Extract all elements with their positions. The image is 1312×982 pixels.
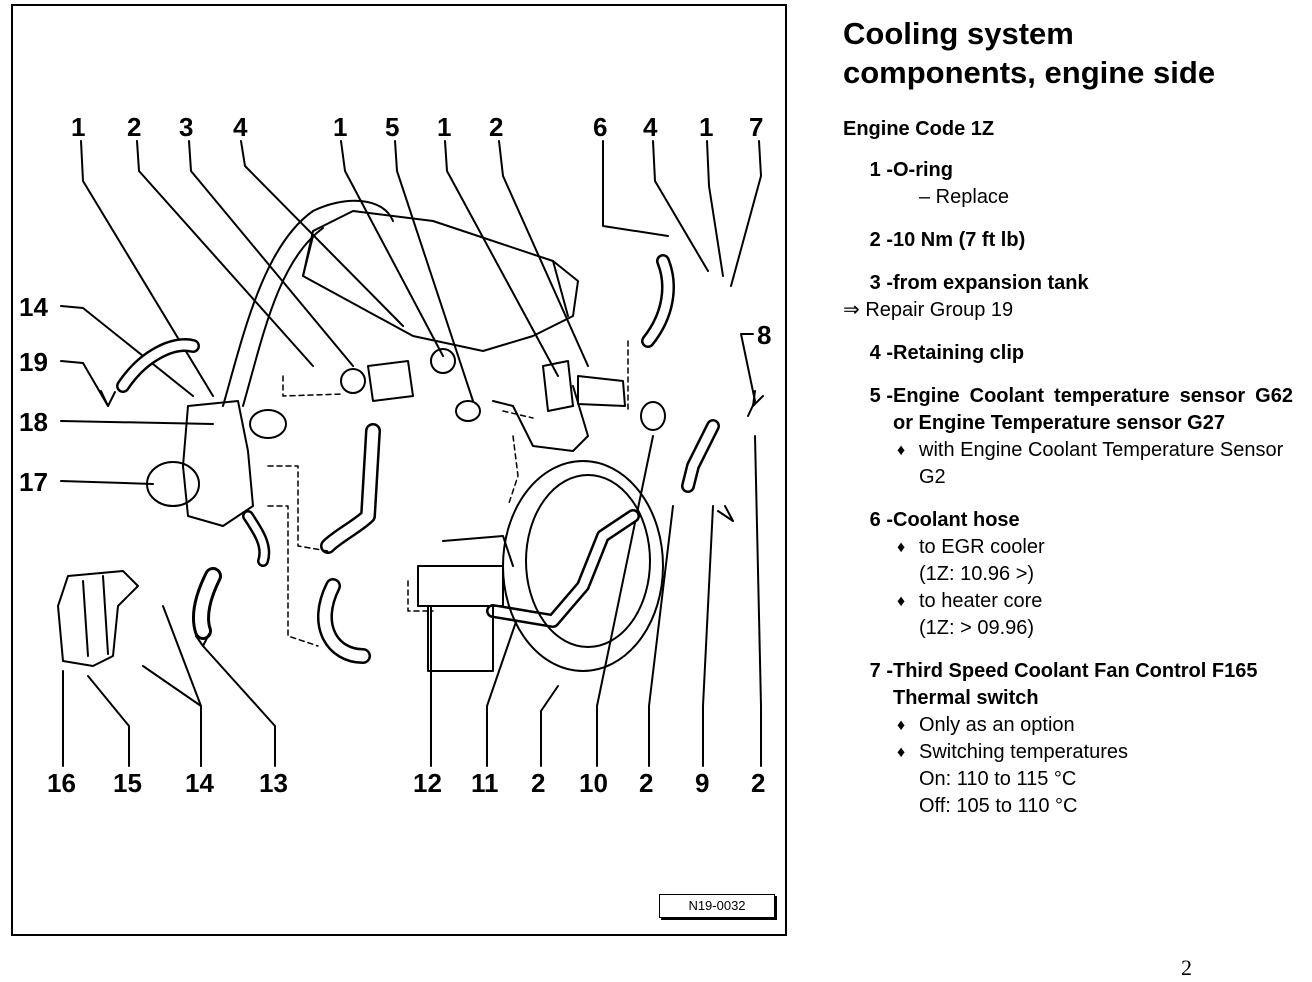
legend-item-number: 5 -: [869, 385, 893, 407]
legend-bullet-text: to EGR cooler: [919, 536, 1045, 558]
legend-item-6: 6 - Coolant hose ♦ to EGR cooler (1Z: 10…: [843, 507, 1293, 642]
callout-bottom-15: 15: [113, 768, 142, 798]
legend-bullet: ♦ to heater core: [893, 588, 1293, 615]
diamond-bullet-icon: ♦: [897, 717, 906, 734]
legend-item-number: 7 -: [869, 660, 893, 682]
figure-frame: 1 2 3 4 1 5 1 2 6 4 1 7 14 19 18 17 8 16…: [11, 4, 787, 936]
callout-bottom-2b: 2: [639, 768, 654, 798]
legend-bullet-text: On: 110 to 115 °C: [919, 768, 1077, 790]
cooling-system-diagram: [57, 140, 764, 767]
legend-bullet: ♦ Switching temperatures: [893, 739, 1293, 766]
legend-item-3: 3 - from expansion tank ⇒ Repair Group 1…: [843, 270, 1293, 324]
diamond-bullet-icon: ♦: [897, 442, 906, 459]
routing-dashes: [267, 340, 629, 647]
oil-filter: [417, 535, 514, 672]
legend-bullet-text: with Engine Coolant Temperature Sensor G…: [919, 439, 1284, 488]
callout-left-14: 14: [19, 292, 48, 322]
callout-top-9: 6: [593, 112, 608, 142]
diamond-bullet-icon: ♦: [897, 744, 906, 761]
hose-loop: [222, 199, 394, 407]
legend-item-label: Third Speed Coolant Fan Control F165 The…: [893, 660, 1258, 709]
callout-bottom-14: 14: [185, 768, 214, 798]
legend-item-5: 5 - Engine Coolant temperature sensor G6…: [843, 383, 1293, 491]
callout-bottom-10: 10: [579, 768, 608, 798]
legend-item-2: 2 - 10 Nm (7 ft lb): [843, 227, 1293, 254]
legend-panel: Cooling system components, engine side E…: [843, 14, 1293, 820]
diamond-bullet-icon: ♦: [897, 593, 906, 610]
bracket: [57, 570, 139, 667]
callout-bottom-12: 12: [413, 768, 442, 798]
repair-group-reference: ⇒ Repair Group 19: [843, 299, 1014, 321]
figure-code: N19-0032: [659, 894, 775, 918]
flow-arrows: [100, 390, 764, 647]
callout-top-12: 7: [749, 112, 764, 142]
callout-top-3: 3: [179, 112, 194, 142]
callout-left-18: 18: [19, 407, 48, 437]
legend-item-label: from expansion tank: [893, 272, 1089, 294]
legend-bullet-text: Only as an option: [919, 714, 1075, 736]
callout-bottom-11: 11: [471, 768, 499, 798]
engine-block: [302, 210, 589, 452]
legend-item-number: 6 -: [869, 509, 893, 531]
legend-title-line2: components, engine side: [843, 55, 1216, 90]
legend-bullet-continuation: (1Z: 10.96 >): [893, 561, 1293, 588]
legend-bullet-text: Switching temperatures: [919, 741, 1128, 763]
legend-bullet: ♦ with Engine Coolant Temperature Sensor…: [893, 437, 1293, 491]
legend-item-note: – Replace: [919, 186, 1010, 208]
page-number: 2: [1181, 955, 1192, 980]
callout-bottom-16: 16: [47, 768, 76, 798]
callout-top-5: 1: [333, 112, 348, 142]
legend-item-1: 1 - O-ring – Replace: [843, 157, 1293, 211]
legend-item-7: 7 - Third Speed Coolant Fan Control F165…: [843, 658, 1293, 820]
callout-left-17: 17: [19, 467, 48, 497]
legend-bullet: ♦ to EGR cooler: [893, 534, 1293, 561]
legend-item-label: O-ring: [893, 159, 953, 181]
legend-item-number: 2 -: [869, 229, 893, 251]
legend-bullet-continuation: (1Z: > 09.96): [893, 615, 1293, 642]
callout-bottom-2a: 2: [531, 768, 546, 798]
coolant-hoses: [116, 254, 720, 664]
callout-bottom-9: 9: [695, 768, 710, 798]
legend-item-number: 3 -: [869, 272, 893, 294]
legend-bullet-continuation: On: 110 to 115 °C: [893, 766, 1293, 793]
legend-bullet-continuation: Off: 105 to 110 °C: [893, 793, 1293, 820]
callout-top-10: 4: [643, 112, 658, 142]
callout-top-7: 1: [437, 112, 452, 142]
legend-item-4: 4 - Retaining clip: [843, 340, 1293, 367]
flywheel: [502, 460, 664, 672]
legend-bullet: ♦ Only as an option: [893, 712, 1293, 739]
legend-title-line1: Cooling system: [843, 16, 1074, 51]
callout-top-4: 4: [233, 112, 248, 142]
legend-item-label: Engine Coolant temperature sensor G62 or…: [893, 385, 1293, 434]
diamond-bullet-icon: ♦: [897, 539, 906, 556]
legend-item-number: 4 -: [869, 342, 893, 364]
legend-bullet-text: (1Z: > 09.96): [919, 617, 1035, 639]
legend-bullet-text: to heater core: [919, 590, 1043, 612]
callout-top-2: 2: [127, 112, 142, 142]
engine-code: Engine Code 1Z: [843, 118, 995, 140]
callout-top-8: 2: [489, 112, 504, 142]
legend-item-label: Retaining clip: [893, 342, 1025, 364]
callout-bottom-2c: 2: [751, 768, 766, 798]
thermostat-housings: [340, 348, 666, 431]
legend-bullet-text: (1Z: 10.96 >): [919, 563, 1035, 585]
legend-bullet-text: Off: 105 to 110 °C: [919, 795, 1078, 817]
leader-lines: [60, 140, 762, 767]
water-pump: [146, 400, 287, 567]
callout-left-19: 19: [19, 347, 48, 377]
callout-top-1: 1: [71, 112, 86, 142]
callout-right-8: 8: [757, 320, 772, 350]
callout-top-6: 5: [385, 112, 400, 142]
legend-item-label: 10 Nm (7 ft lb): [893, 229, 1026, 251]
callout-top-11: 1: [699, 112, 714, 142]
legend-item-number: 1 -: [869, 159, 893, 181]
legend-item-label: Coolant hose: [893, 509, 1020, 531]
callout-bottom-13: 13: [259, 768, 288, 798]
